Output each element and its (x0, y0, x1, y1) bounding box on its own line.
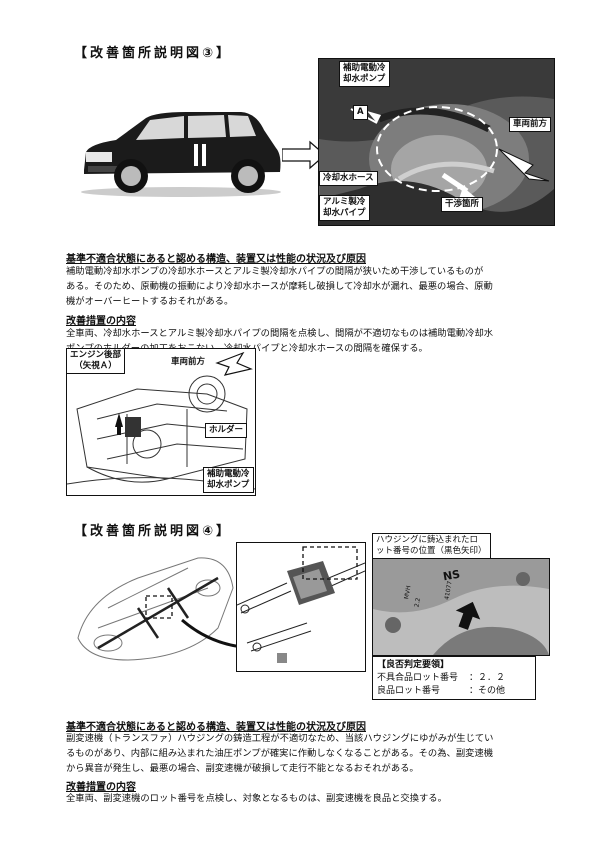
suv-image (76, 100, 286, 200)
judgment-box: 【良否判定要領】 不具合品ロット番号：２．２ 良品ロット番号：その他 (372, 656, 536, 700)
housing-photo-panel: NS 41077 2.2 MVH (372, 558, 550, 656)
section3-title: 【改善箇所説明図③】 (74, 46, 233, 61)
section3-fix-heading: 改善措置の内容 (66, 316, 136, 327)
section4-fix-heading: 改善措置の内容 (66, 782, 136, 793)
label-housing-lot: ハウジングに鋳込まれたロット番号の位置（黒色矢印） (372, 533, 491, 559)
judgment-row-bad: 不具合品ロット番号：２．２ (377, 673, 506, 683)
label-engine-front: 車両前方 (171, 357, 206, 367)
section4-fix-text: 全車両、副変速機のロット番号を点検し、対象となるものは、副変速機を良品と交換する… (66, 793, 447, 804)
section4-defect-heading: 基準不適合状態にあると認める構造、装置又は性能の状況及び原因 (66, 722, 366, 733)
label-holder: ホルダー (205, 423, 248, 438)
judgment-title: 【良否判定要領】 (377, 660, 450, 670)
section4-defect-text: 副変速機（トランスファ）ハウジングの鋳造工程が不適切なため、当該ハウジングにゆが… (66, 733, 494, 774)
section3-defect-text: 補助電動冷却水ポンプの冷却水ホースとアルミ製冷却水パイプの間隔が狭いため干渉して… (66, 266, 493, 307)
label-engine-pump: 補助電動冷却水ポンプ (203, 467, 254, 493)
engine-photo-panel: 補助電動冷却水ポンプ A 車両前方 冷却水ホース アルミ製冷却水パイプ 干渉箇所 (318, 58, 555, 226)
label-alu-pipe: アルミ製冷却水パイプ (319, 195, 370, 221)
transfer-case-panel (236, 542, 366, 672)
callout-arrow-1 (282, 140, 326, 170)
label-aux-pump: 補助電動冷却水ポンプ (339, 61, 390, 87)
label-interference: 干渉箇所 (441, 197, 484, 212)
label-coolant-hose: 冷却水ホース (319, 171, 378, 186)
label-vehicle-front: 車両前方 (509, 117, 552, 132)
engine-drawing-panel: エンジン後部（矢視Ａ） 車両前方 ホルダー 補助電動冷却水ポンプ (66, 348, 256, 496)
label-engine-rear: エンジン後部（矢視Ａ） (67, 349, 126, 374)
judgment-row-good: 良品ロット番号：その他 (377, 686, 506, 696)
drivetrain-cutaway (68, 548, 238, 668)
label-view-a: A (353, 105, 368, 120)
section3-defect-heading: 基準不適合状態にあると認める構造、装置又は性能の状況及び原因 (66, 254, 366, 265)
section4-title: 【改善箇所説明図④】 (74, 524, 233, 539)
